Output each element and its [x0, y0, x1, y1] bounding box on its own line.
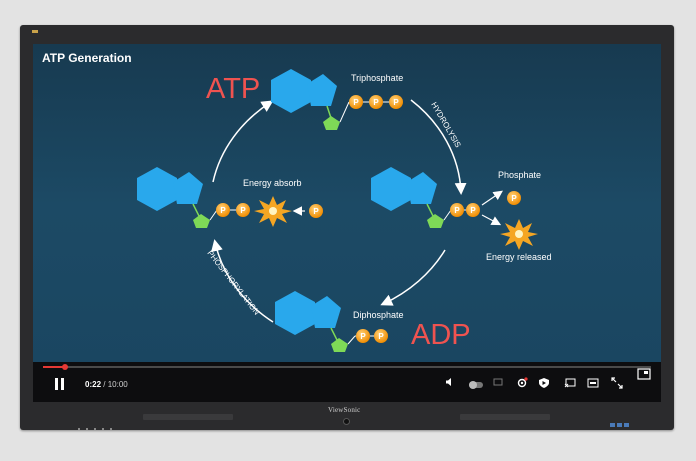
monitor: ATP Generation	[20, 25, 674, 430]
phosphate-label: Phosphate	[498, 170, 541, 180]
camera-icon	[343, 418, 350, 425]
pause-icon	[55, 378, 58, 390]
player-controls: 0:22 / 10:00	[33, 362, 661, 402]
speaker-grille-right	[460, 414, 550, 420]
hydrolysis-arrow	[410, 99, 467, 195]
captions-button[interactable]	[586, 377, 600, 391]
cast-icon	[564, 378, 576, 388]
released-p-label: P	[511, 194, 517, 203]
subtitles-icon	[493, 378, 503, 386]
settings-icon	[517, 377, 528, 388]
video-title: ATP Generation	[42, 51, 132, 65]
brand-logo: ViewSonic	[328, 406, 361, 414]
cast-button[interactable]	[563, 377, 577, 391]
fullscreen-button[interactable]	[610, 377, 624, 391]
autoplay-toggle[interactable]	[469, 381, 483, 389]
theater-button[interactable]	[637, 368, 651, 382]
power-indicator	[32, 30, 38, 33]
subtitles-button[interactable]	[491, 377, 505, 391]
diphosphate-label: Diphosphate	[353, 310, 404, 320]
pause-icon-bar	[61, 378, 64, 390]
speaker-grille-left	[143, 414, 233, 420]
adp-molecule	[275, 291, 388, 352]
phosphorylation-label: PHOSPHORYLATION	[205, 249, 261, 317]
left-p1-label: P	[220, 206, 226, 215]
front-ports	[610, 414, 631, 432]
atp-molecule	[271, 69, 403, 130]
phosphorylation-arrow	[211, 239, 274, 323]
right-molecule	[371, 167, 538, 250]
incoming-p-label: P	[313, 207, 319, 216]
atp-p1-label: P	[353, 98, 359, 107]
atp-p2-label: P	[373, 98, 379, 107]
fullscreen-icon	[611, 377, 623, 389]
shield-button[interactable]	[537, 377, 551, 391]
total-time: / 10:00	[103, 380, 128, 389]
atp-p3-label: P	[393, 98, 399, 107]
adp-arrow	[380, 249, 446, 306]
volume-button[interactable]	[443, 377, 457, 391]
energy-absorb-label: Energy absorb	[243, 178, 302, 188]
pause-button[interactable]	[53, 378, 67, 392]
right-p1-label: P	[454, 206, 460, 215]
settings-button[interactable]	[515, 377, 529, 391]
left-p2-label: P	[240, 206, 246, 215]
atp-cycle-diagram: P P P ATP Triphosphate HYDROLYSIS	[137, 69, 552, 352]
progress-bar[interactable]	[43, 366, 651, 368]
adp-p1-label: P	[360, 332, 366, 341]
adp-label: ADP	[411, 319, 471, 351]
current-time: 0:22	[85, 380, 102, 389]
left-molecule	[137, 167, 323, 228]
shield-icon	[539, 378, 549, 388]
triphosphate-label: Triphosphate	[351, 73, 403, 83]
energy-released-label: Energy released	[486, 252, 552, 262]
progress-fill	[43, 366, 66, 368]
right-p2-label: P	[470, 206, 476, 215]
adp-p2-label: P	[378, 332, 384, 341]
theater-icon	[637, 368, 651, 380]
progress-scrubber[interactable]	[62, 364, 69, 370]
atp-label: ATP	[206, 73, 260, 105]
video-player[interactable]: ATP Generation	[33, 44, 661, 402]
time-display: 0:22 / 10:00	[85, 380, 128, 389]
bezel-buttons	[78, 417, 118, 435]
volume-icon	[446, 378, 451, 386]
hydrolysis-label: HYDROLYSIS	[429, 101, 462, 150]
atp-return-arrow	[212, 100, 274, 183]
captions-icon	[587, 378, 599, 388]
